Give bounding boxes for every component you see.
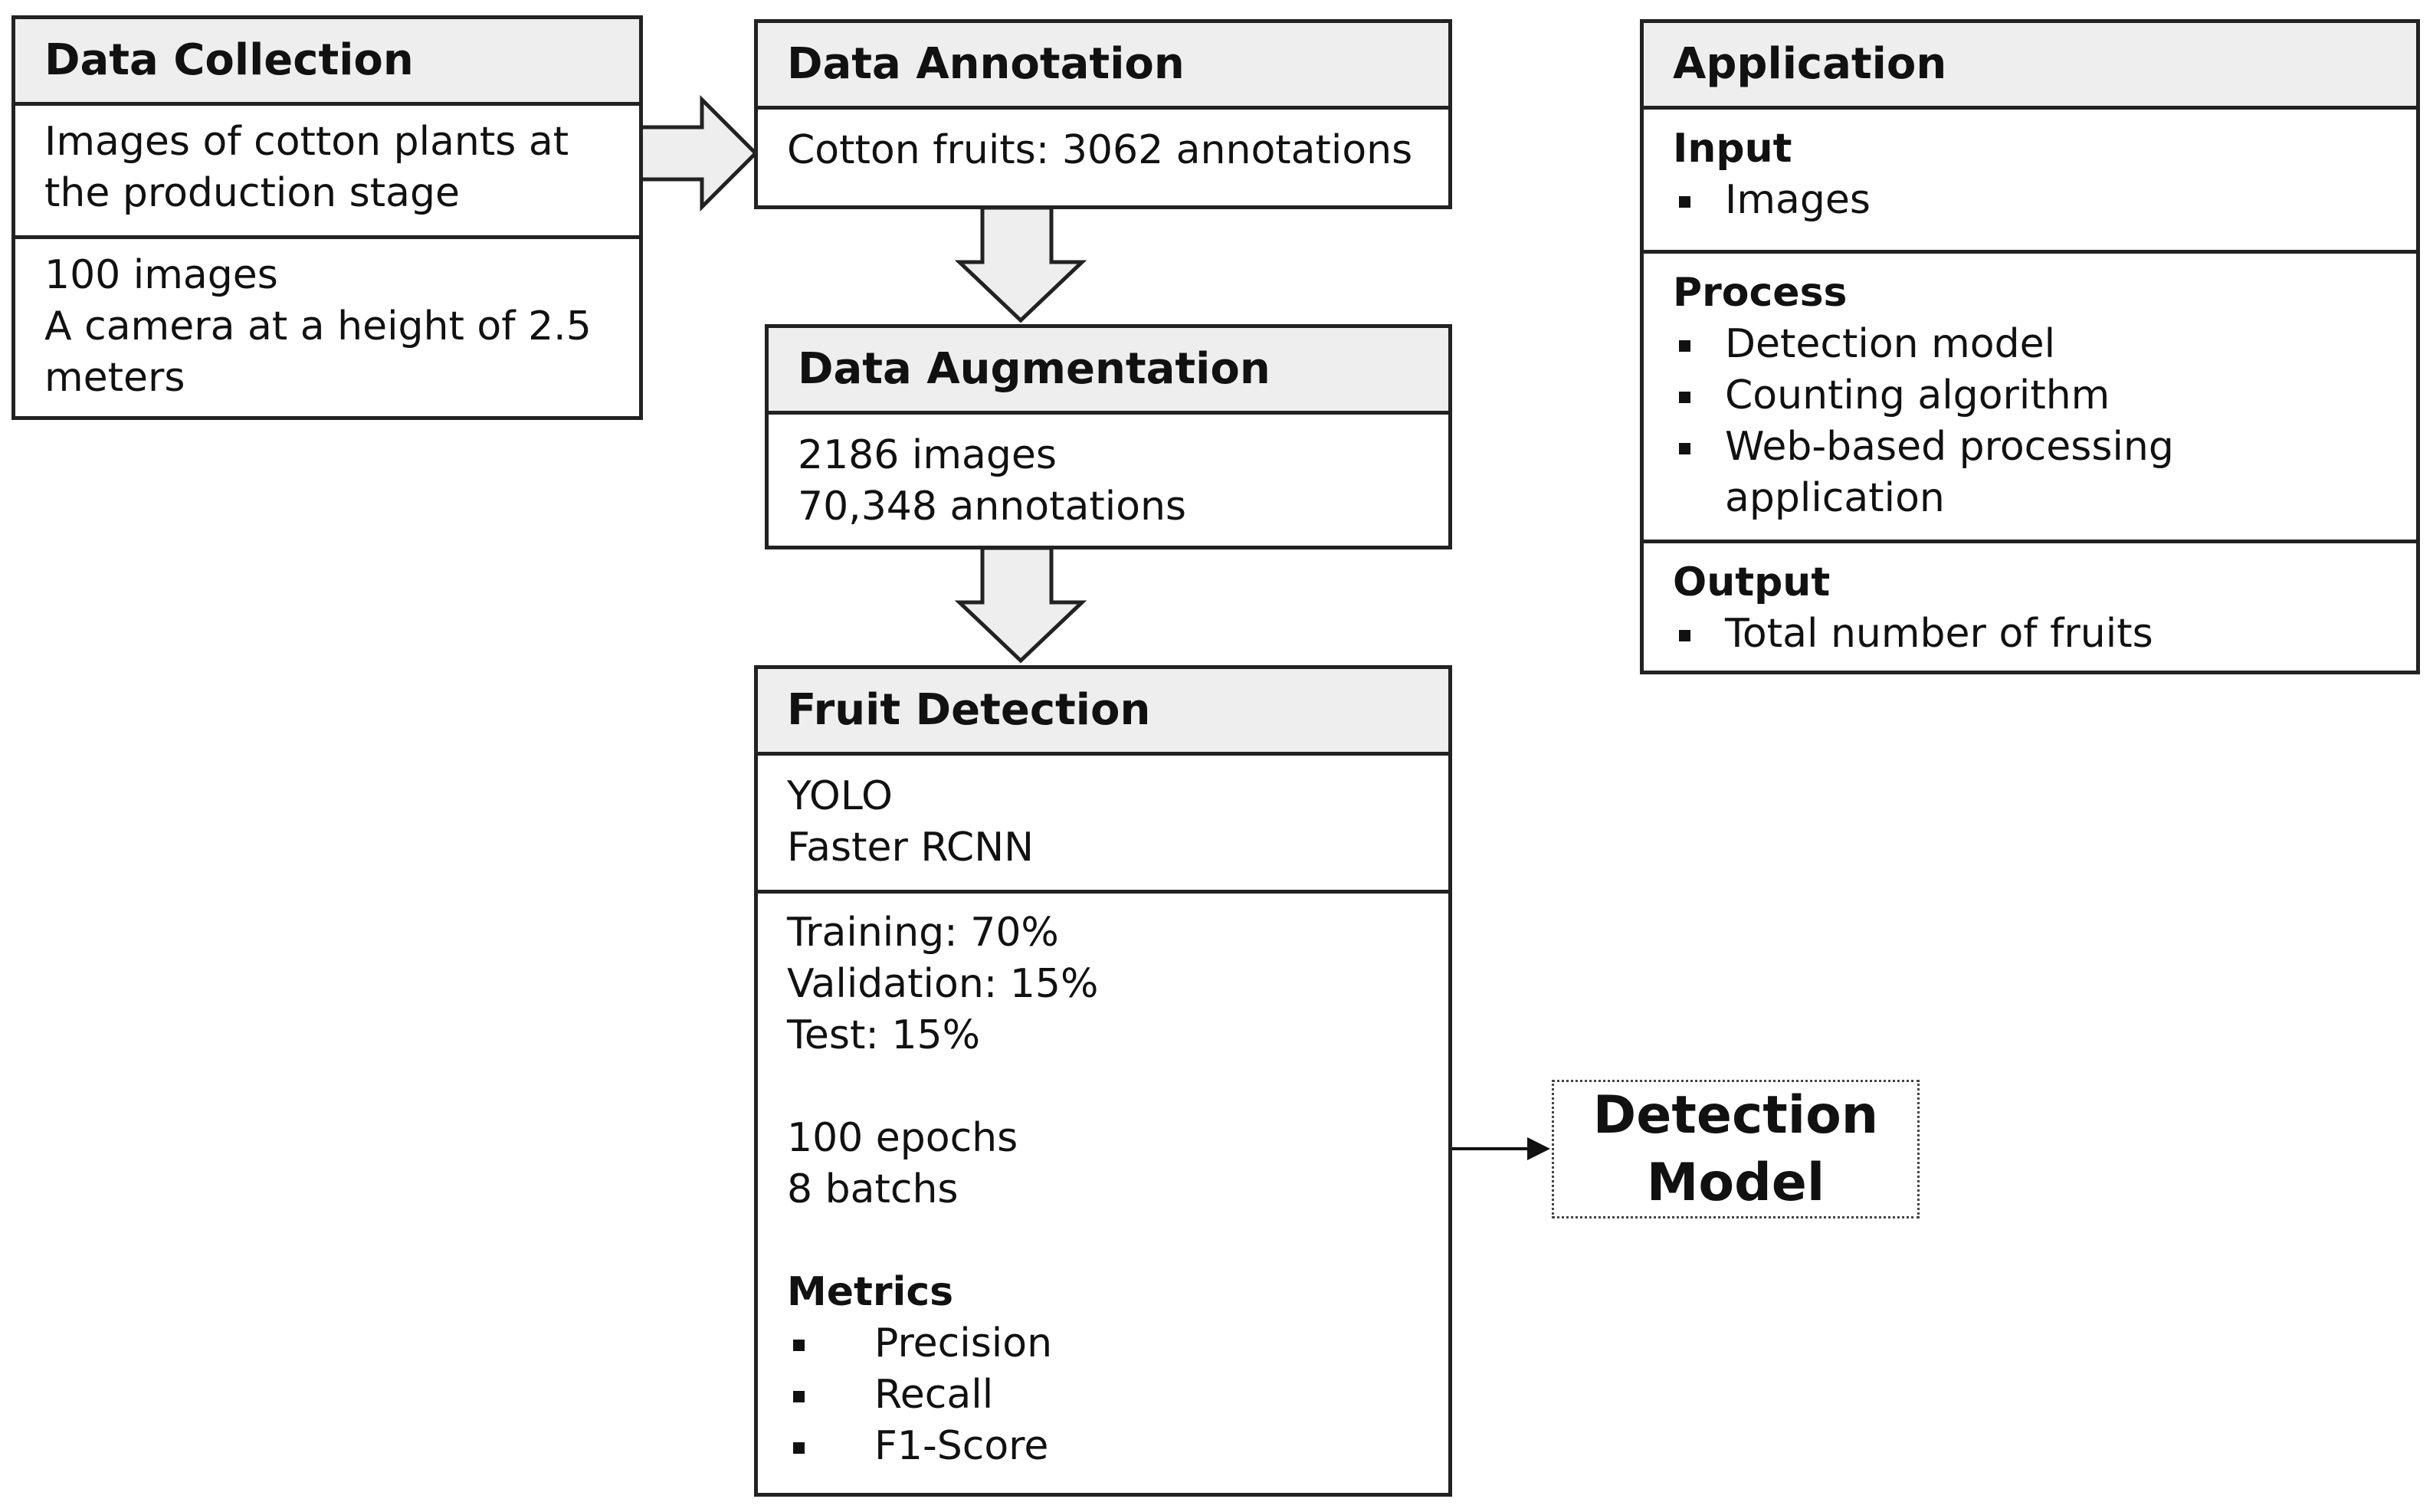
info-line: meters bbox=[44, 355, 185, 401]
detection-model-line: Detection bbox=[1592, 1084, 1879, 1146]
data-collection-box: Data Collection Images of cotton plants … bbox=[11, 15, 643, 420]
detection-model-line: Model bbox=[1646, 1152, 1825, 1213]
description-line: Images of cotton plants at bbox=[44, 119, 569, 165]
application-process: Process Detection model Counting algorit… bbox=[1644, 250, 2416, 540]
annotation-line: Cotton fruits: 3062 annotations bbox=[787, 127, 1413, 173]
description-line: the production stage bbox=[44, 170, 460, 216]
input-label: Input bbox=[1673, 126, 1792, 172]
split-line: Test: 15% bbox=[787, 1012, 981, 1058]
output-item: Total number of fruits bbox=[1673, 608, 2387, 660]
split-line: Training: 70% bbox=[787, 910, 1059, 956]
process-item-continuation: application bbox=[1725, 475, 1945, 521]
collection-to-annotation-arrow bbox=[638, 94, 759, 212]
application-output: Output Total number of fruits bbox=[1644, 540, 2416, 660]
application-box: Application Input Images Process Detecti… bbox=[1640, 19, 2420, 674]
data-annotation-box: Data Annotation Cotton fruits: 3062 anno… bbox=[754, 19, 1452, 209]
spacer bbox=[787, 1215, 1419, 1267]
metric-item: Precision bbox=[787, 1318, 1419, 1369]
data-collection-info: 100 images A camera at a height of 2.5 m… bbox=[15, 235, 639, 404]
training-setup: Training: 70% Validation: 15% Test: 15% … bbox=[758, 890, 1448, 1472]
process-label: Process bbox=[1673, 270, 1848, 316]
application-title: Application bbox=[1644, 23, 2416, 110]
detection-model-box: Detection Model bbox=[1552, 1080, 1920, 1218]
process-item: Web-based processing bbox=[1673, 421, 2387, 473]
output-label: Output bbox=[1673, 559, 1831, 605]
application-input: Input Images bbox=[1644, 110, 2416, 250]
info-line: 100 images bbox=[44, 252, 278, 298]
fruit-detection-title: Fruit Detection bbox=[758, 669, 1448, 756]
training-param: 8 batchs bbox=[787, 1166, 959, 1212]
data-annotation-content: Cotton fruits: 3062 annotations bbox=[758, 110, 1448, 176]
metric-item: Recall bbox=[787, 1369, 1419, 1421]
input-item: Images bbox=[1673, 175, 2387, 226]
split-line: Validation: 15% bbox=[787, 961, 1099, 1007]
augmentation-to-detection-arrow bbox=[954, 546, 1087, 664]
detection-model-label: Detection Model bbox=[1593, 1082, 1878, 1217]
fruit-detection-box: Fruit Detection YOLO Faster RCNN Trainin… bbox=[754, 665, 1452, 1497]
annotation-to-augmentation-arrow bbox=[954, 205, 1087, 323]
data-augmentation-content: 2186 images 70,348 annotations bbox=[769, 415, 1448, 533]
detection-to-model-arrowhead bbox=[1527, 1137, 1550, 1160]
model-name: YOLO bbox=[787, 773, 893, 819]
data-augmentation-title: Data Augmentation bbox=[769, 328, 1448, 415]
spacer bbox=[787, 1061, 1419, 1113]
data-collection-title: Data Collection bbox=[15, 19, 639, 106]
training-param: 100 epochs bbox=[787, 1115, 1018, 1161]
augmentation-line: 2186 images bbox=[798, 432, 1057, 478]
data-augmentation-box: Data Augmentation 2186 images 70,348 ann… bbox=[765, 324, 1452, 549]
metrics-label: Metrics bbox=[787, 1269, 954, 1315]
info-line: A camera at a height of 2.5 bbox=[44, 303, 592, 349]
metric-item: F1-Score bbox=[787, 1421, 1419, 1472]
process-item: Counting algorithm bbox=[1673, 370, 2387, 421]
data-collection-description: Images of cotton plants at the productio… bbox=[15, 106, 639, 235]
model-list: YOLO Faster RCNN bbox=[758, 756, 1448, 890]
data-annotation-title: Data Annotation bbox=[758, 23, 1448, 110]
model-name: Faster RCNN bbox=[787, 825, 1035, 871]
process-item: Detection model bbox=[1673, 319, 2387, 370]
augmentation-line: 70,348 annotations bbox=[798, 484, 1187, 530]
